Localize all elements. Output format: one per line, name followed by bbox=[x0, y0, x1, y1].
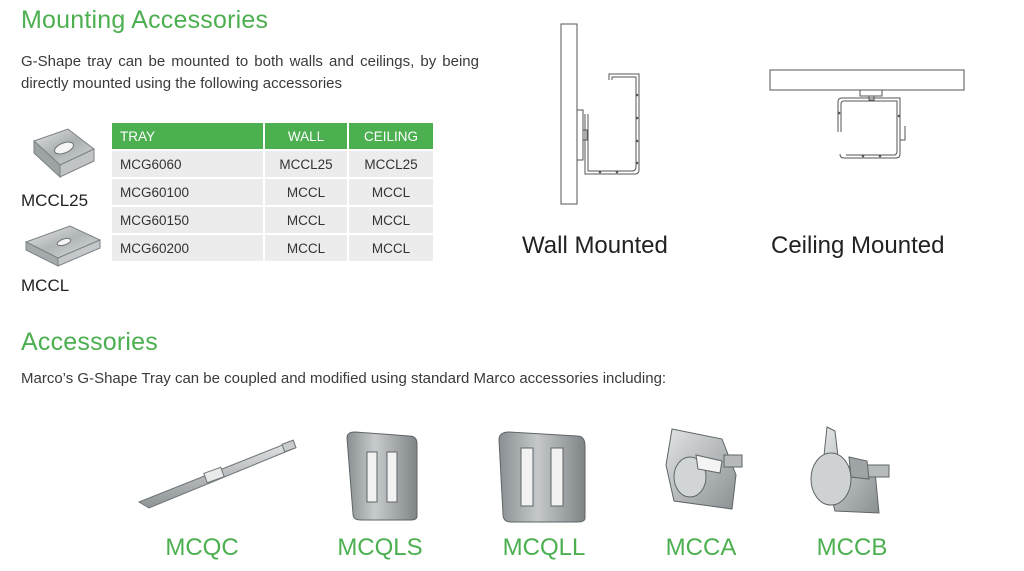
cell-tray: MCG60200 bbox=[112, 235, 263, 261]
cell-wall: MCCL bbox=[265, 207, 347, 233]
product-label-mccl: MCCL bbox=[21, 276, 70, 295]
mcqc-accessory-image bbox=[137, 439, 297, 509]
col-header-wall: WALL bbox=[265, 123, 347, 149]
table-row: MCG60100 MCCL MCCL bbox=[112, 179, 433, 205]
accessories-description: Marco’s G-Shape Tray can be coupled and … bbox=[21, 370, 667, 387]
cell-ceiling: MCCL bbox=[349, 207, 433, 233]
mccl-bracket-image bbox=[24, 225, 102, 267]
cell-tray: MCG6060 bbox=[112, 151, 263, 177]
accessory-label-mcqls: MCQLS bbox=[337, 534, 423, 561]
accessory-label-mcca: MCCA bbox=[665, 534, 737, 561]
table-row: MCG60200 MCCL MCCL bbox=[112, 235, 433, 261]
col-header-ceiling: CEILING bbox=[349, 123, 433, 149]
cell-ceiling: MCCL bbox=[349, 235, 433, 261]
ceiling-mounted-diagram bbox=[769, 69, 965, 159]
table-row: MCG6060 MCCL25 MCCL25 bbox=[112, 151, 433, 177]
accessory-label-mccb: MCCB bbox=[816, 534, 888, 561]
cell-tray: MCG60100 bbox=[112, 179, 263, 205]
mcqls-accessory-image bbox=[346, 431, 418, 521]
ceiling-mounted-label: Ceiling Mounted bbox=[771, 232, 945, 259]
cell-wall: MCCL bbox=[265, 179, 347, 205]
table-header-row: TRAY WALL CEILING bbox=[112, 123, 433, 149]
accessory-label-mcqc: MCQC bbox=[165, 534, 239, 561]
wall-mounted-label: Wall Mounted bbox=[522, 232, 668, 259]
mounting-title: Mounting Accessories bbox=[21, 6, 269, 34]
cell-ceiling: MCCL bbox=[349, 179, 433, 205]
mccl25-bracket-image bbox=[33, 128, 95, 179]
wall-mounted-diagram bbox=[560, 23, 640, 205]
product-label-mccl25: MCCL25 bbox=[21, 191, 89, 210]
cell-tray: MCG60150 bbox=[112, 207, 263, 233]
cell-ceiling: MCCL25 bbox=[349, 151, 433, 177]
accessories-title: Accessories bbox=[21, 328, 158, 356]
mcqll-accessory-image bbox=[498, 431, 586, 523]
mounting-description: G-Shape tray can be mounted to both wall… bbox=[21, 53, 479, 92]
cell-wall: MCCL25 bbox=[265, 151, 347, 177]
mcca-accessory-image bbox=[665, 428, 743, 510]
cell-wall: MCCL bbox=[265, 235, 347, 261]
col-header-tray: TRAY bbox=[112, 123, 263, 149]
tray-mounting-table: TRAY WALL CEILING MCG6060 MCCL25 MCCL25 … bbox=[110, 121, 435, 263]
table-row: MCG60150 MCCL MCCL bbox=[112, 207, 433, 233]
mccb-accessory-image bbox=[810, 426, 890, 514]
accessory-label-mcqll: MCQLL bbox=[502, 534, 586, 561]
